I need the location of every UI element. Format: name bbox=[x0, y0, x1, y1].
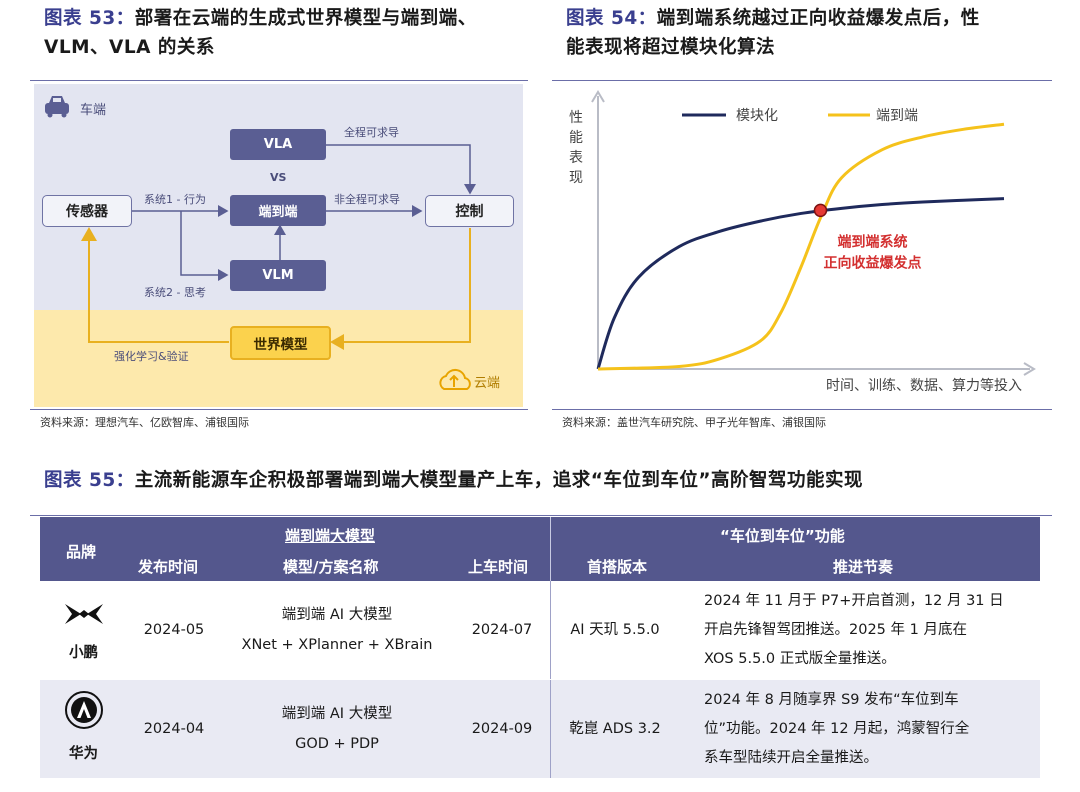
model-line1: 端到端 AI 大模型 bbox=[281, 607, 393, 623]
crossover-label-line1: 端到端系统 bbox=[837, 233, 907, 250]
rollout-line3: 系车型陆续开启全量推送。 bbox=[704, 750, 878, 766]
brand-name: 华为 bbox=[69, 746, 98, 762]
legend-e2e-label: 端到端 bbox=[876, 108, 918, 124]
crossover-label-line2: 正向收益爆发点 bbox=[823, 254, 921, 271]
rollout-line1: 2024 年 8 月随享界 S9 发布“车位到车 bbox=[704, 692, 959, 708]
row-divider bbox=[550, 581, 551, 679]
fig53-title: 图表 53：部署在云端的生成式世界模型与端到端、 VLM、VLA 的关系 bbox=[44, 4, 534, 62]
fig54-source: 资料来源：盖世汽车研究院、甲子光年智库、浦银国际 bbox=[562, 416, 826, 429]
fig54-title-line1: 端到端系统越过正向收益爆发点后，性 bbox=[656, 8, 980, 29]
car-zone-label: 车端 bbox=[80, 103, 107, 118]
release-time: 2024-05 bbox=[143, 622, 205, 638]
vla-box: VLA bbox=[230, 129, 326, 160]
sensor-box: 传感器 bbox=[42, 195, 132, 227]
e2e-box: 端到端 bbox=[230, 195, 326, 226]
rollout-line3: XOS 5.5.0 正式版全量推送。 bbox=[704, 651, 896, 667]
chart-x-arrow bbox=[1023, 362, 1036, 376]
rollout-line2: 开启先锋智驾团推送。2025 年 1 月底在 bbox=[704, 622, 967, 638]
header-divider bbox=[550, 517, 551, 581]
aito-logo-icon bbox=[65, 691, 103, 729]
control-box: 控制 bbox=[425, 195, 514, 227]
model-line1: 端到端 AI 大模型 bbox=[281, 706, 393, 722]
fig55-title: 图表 55：主流新能源车企积极部署端到端大模型量产上车，追求“车位到车位”高阶智… bbox=[44, 466, 1074, 495]
xpeng-logo-icon bbox=[65, 604, 103, 624]
row-divider bbox=[550, 680, 551, 778]
fig55-title-text: 主流新能源车企积极部署端到端大模型量产上车，追求“车位到车位”高阶智驾功能实现 bbox=[134, 470, 864, 491]
chart-x-label: 时间、训练、数据、算力等投入 bbox=[826, 377, 1022, 394]
fig53-label: 图表 53： bbox=[44, 8, 135, 29]
y-label-char: 性 bbox=[569, 110, 583, 126]
diagram-connectors bbox=[45, 96, 476, 390]
series-line-modular bbox=[596, 197, 1005, 370]
th-brand: 品牌 bbox=[66, 543, 97, 561]
edge-system2: 系统2 - 思考 bbox=[144, 286, 206, 299]
table-row: 小鹏 2024-05 端到端 AI 大模型 XNet + XPlanner + … bbox=[40, 581, 1040, 679]
fig54-title-line2: 能表现将超过模块化算法 bbox=[566, 37, 776, 58]
fig53-bottom-rule bbox=[30, 409, 528, 410]
fig55-label: 图表 55： bbox=[44, 470, 135, 491]
fig53-title-line2: VLM、VLA 的关系 bbox=[44, 37, 215, 58]
th-model-name: 模型/方案名称 bbox=[283, 558, 379, 576]
fig53-diagram: 车端 云端 VLA VS 端到端 VLM 传感器 控制 世界模型 全程可求导 非… bbox=[34, 84, 523, 407]
brand-name: 小鹏 bbox=[69, 645, 98, 661]
release-time: 2024-04 bbox=[143, 721, 205, 737]
world-model-box: 世界模型 bbox=[230, 326, 331, 360]
y-label-char: 现 bbox=[569, 170, 583, 186]
fig54-bottom-rule bbox=[552, 409, 1052, 410]
th-group-p2p: “车位到车位”功能 bbox=[720, 527, 845, 545]
fig54-title: 图表 54：端到端系统越过正向收益爆发点后，性 能表现将超过模块化算法 bbox=[566, 4, 1066, 62]
legend-modular-label: 模块化 bbox=[736, 108, 778, 124]
vs-label: VS bbox=[270, 171, 287, 184]
first-version: AI 天玑 5.5.0 bbox=[570, 622, 660, 638]
edge-system1: 系统1 - 行为 bbox=[144, 193, 206, 206]
edge-rl: 强化学习&验证 bbox=[114, 350, 189, 363]
fig54-top-rule bbox=[552, 80, 1052, 81]
onboard-time: 2024-09 bbox=[471, 721, 533, 737]
crossover-point bbox=[813, 203, 828, 218]
cloud-zone-label: 云端 bbox=[474, 376, 501, 391]
fig53-source: 资料来源：理想汽车、亿欧智库、浦银国际 bbox=[40, 416, 249, 429]
th-rollout: 推进节奏 bbox=[833, 558, 894, 576]
fig55-top-rule bbox=[30, 515, 1052, 516]
edge-full-guidance: 全程可求导 bbox=[344, 126, 399, 139]
first-version: 乾崑 ADS 3.2 bbox=[569, 721, 661, 737]
edge-non-full-guidance: 非全程可求导 bbox=[334, 193, 400, 206]
th-onboard-time: 上车时间 bbox=[468, 558, 529, 576]
onboard-time: 2024-07 bbox=[471, 622, 533, 638]
th-release-time: 发布时间 bbox=[138, 558, 199, 576]
fig53-top-rule bbox=[30, 80, 528, 81]
rollout-line2: 位”功能。2024 年 12 月起，鸿蒙智行全 bbox=[704, 721, 970, 737]
th-first-version: 首搭版本 bbox=[587, 558, 648, 576]
th-group-e2e: 端到端大模型 bbox=[285, 527, 376, 545]
fig53-title-line1: 部署在云端的生成式世界模型与端到端、 bbox=[134, 8, 477, 29]
series-line-e2e bbox=[597, 122, 1005, 371]
model-line2: GOD + PDP bbox=[295, 736, 379, 752]
model-line2: XNet + XPlanner + XBrain bbox=[241, 637, 433, 653]
y-label-char: 能 bbox=[569, 130, 583, 146]
cloud-icon bbox=[439, 368, 471, 390]
table-row: 华为 2024-04 端到端 AI 大模型 GOD + PDP 2024-09 … bbox=[40, 680, 1040, 778]
car-icon bbox=[45, 96, 69, 118]
table-header: 品牌 端到端大模型 发布时间 模型/方案名称 上车时间 “车位到车位”功能 首搭… bbox=[40, 517, 1040, 581]
rollout-line1: 2024 年 11 月于 P7+开启首测，12 月 31 日 bbox=[704, 593, 1004, 609]
vlm-box: VLM bbox=[230, 260, 326, 291]
chart-y-arrow bbox=[591, 90, 605, 103]
fig54-label: 图表 54： bbox=[566, 8, 657, 29]
y-label-char: 表 bbox=[569, 150, 583, 166]
